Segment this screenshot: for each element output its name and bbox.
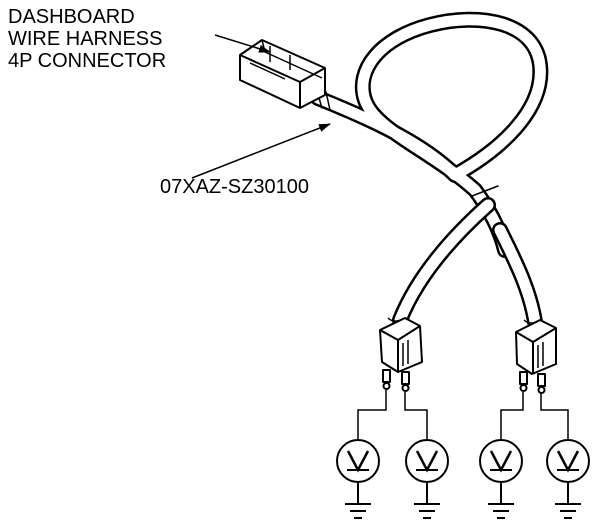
connector-label-line3: 4P CONNECTOR xyxy=(8,50,167,72)
bulb-icon xyxy=(336,439,380,483)
plug-icon xyxy=(379,317,423,392)
bulb-wires xyxy=(357,390,569,440)
ground-icon xyxy=(414,482,440,519)
harness-cable xyxy=(310,11,549,330)
bulb-icon xyxy=(546,439,590,483)
connector-label-line1: DASHBOARD xyxy=(8,6,135,28)
connector-label: DASHBOARD WIRE HARNESS 4P CONNECTOR xyxy=(8,6,166,72)
part-number-label: 07XAZ-SZ30100 xyxy=(160,176,309,198)
ground-icon xyxy=(555,482,581,519)
leader-lines xyxy=(191,34,331,179)
bulb-icon xyxy=(405,439,449,483)
ground-icon xyxy=(345,482,371,519)
bulb-icon xyxy=(479,439,523,483)
connector-label-line2: WIRE HARNESS xyxy=(8,28,163,50)
connector-icon xyxy=(239,39,326,109)
part-number-arrow xyxy=(191,123,331,179)
ground-icon xyxy=(488,482,514,519)
plug-icon xyxy=(515,319,557,394)
connector-arrow xyxy=(214,34,271,53)
